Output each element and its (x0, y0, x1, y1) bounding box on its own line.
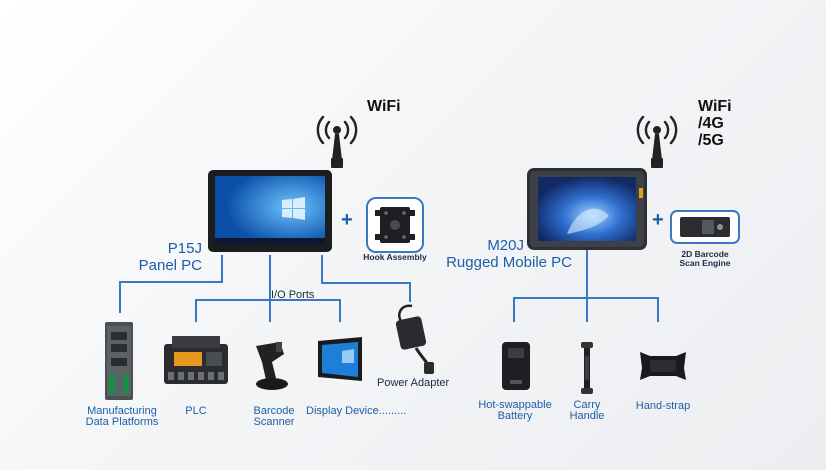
m20j-name-line1: M20J (487, 237, 524, 254)
wifi-label-left: WiFi (367, 98, 401, 115)
connector-power (321, 255, 411, 302)
barcode-scanner-image (250, 340, 292, 392)
manufacturing-label-line1: Manufacturing (87, 405, 157, 417)
wifi-label-right-line3: /5G (698, 132, 724, 149)
power-adapter-label: Power Adapter (377, 377, 450, 389)
p15j-name-line1: P15J (167, 240, 202, 257)
wifi-antenna-icon-left (312, 114, 362, 172)
hand-strap-image (636, 346, 690, 386)
wifi-antenna-icon-right (632, 114, 682, 172)
carry-handle-label-line1: Carry (573, 399, 601, 411)
wifi-label-right: WiFi /4G /5G (698, 98, 732, 149)
io-ports-label: I/O Ports (271, 289, 315, 301)
wifi-label-right-line2: /4G (698, 115, 724, 132)
plus-sign-left: + (341, 209, 353, 231)
scan-engine-label: 2D Barcode Scan Engine (670, 250, 740, 268)
hook-assembly-image (366, 197, 424, 253)
connector-io-bus (195, 299, 341, 322)
m20j-device-name: M20J Rugged Mobile PC (430, 237, 572, 271)
plc-image (164, 336, 228, 388)
display-device-image (314, 337, 366, 385)
p15j-device-name: P15J Panel PC (120, 240, 202, 274)
plus-sign-right: + (652, 209, 664, 231)
barcode-label-line1: Barcode (253, 405, 295, 417)
manufacturing-label-line2: Data Platforms (85, 416, 159, 428)
connector-manufacturing (119, 255, 223, 313)
p15j-panel-pc-image (208, 170, 332, 252)
m20j-name-line2: Rugged Mobile PC (446, 254, 572, 271)
plc-label: PLC (185, 405, 207, 417)
scan-engine-label-line2: Scan Engine (679, 258, 731, 268)
carry-handle-label-line2: Handle (569, 410, 605, 422)
p15j-name-line2: Panel PC (138, 257, 202, 274)
battery-image (500, 340, 532, 392)
battery-label-line1: Hot-swappable (478, 399, 552, 411)
display-device-label: Display Device......... (306, 405, 407, 417)
m20j-rugged-pc-image (527, 168, 647, 250)
barcode-label-line2: Scanner (253, 416, 295, 428)
power-adapter-image (392, 302, 440, 376)
scan-engine-label-line1: 2D Barcode (681, 249, 729, 259)
battery-label-line2: Battery (497, 410, 533, 422)
hook-assembly-label: Hook Assembly (363, 252, 427, 262)
scan-engine-image (670, 210, 740, 244)
hand-strap-label: Hand-strap (635, 400, 691, 412)
carry-handle-label: Carry Handle (564, 400, 610, 422)
carry-handle-image (578, 340, 596, 396)
wifi-label-right-line1: WiFi (698, 98, 732, 115)
manufacturing-device-image (103, 322, 135, 400)
barcode-scanner-label: Barcode Scanner (246, 406, 302, 428)
battery-label: Hot-swappable Battery (470, 400, 560, 422)
manufacturing-label: Manufacturing Data Platforms (76, 406, 168, 428)
